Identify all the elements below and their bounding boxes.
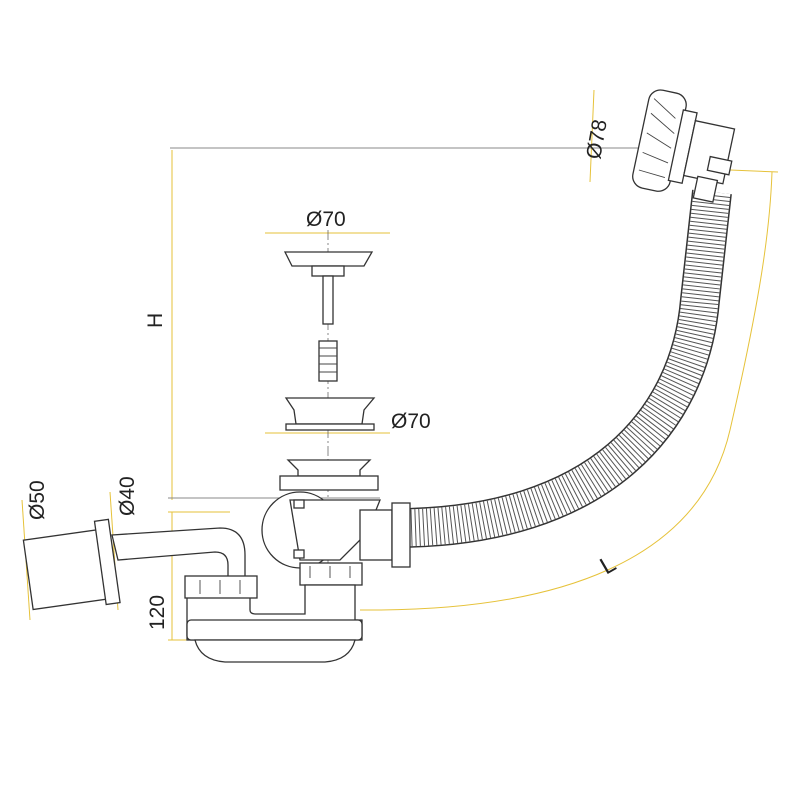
flexible-hose	[394, 189, 732, 548]
label-outlet-outer-diameter: Ø50	[26, 480, 49, 520]
plug	[283, 251, 374, 382]
label-plug-diameter: Ø70	[306, 208, 346, 231]
label-outlet-inner-diameter: Ø40	[116, 476, 139, 516]
label-overflow-diameter: Ø78	[582, 118, 612, 161]
label-siphon-height: 120	[146, 595, 169, 630]
overflow-head	[632, 89, 736, 203]
outlet-pipe	[22, 518, 246, 611]
label-height: H	[144, 313, 167, 328]
siphon-body	[184, 491, 411, 663]
drain-flange	[279, 397, 379, 491]
label-drain-diameter: Ø70	[391, 410, 431, 433]
